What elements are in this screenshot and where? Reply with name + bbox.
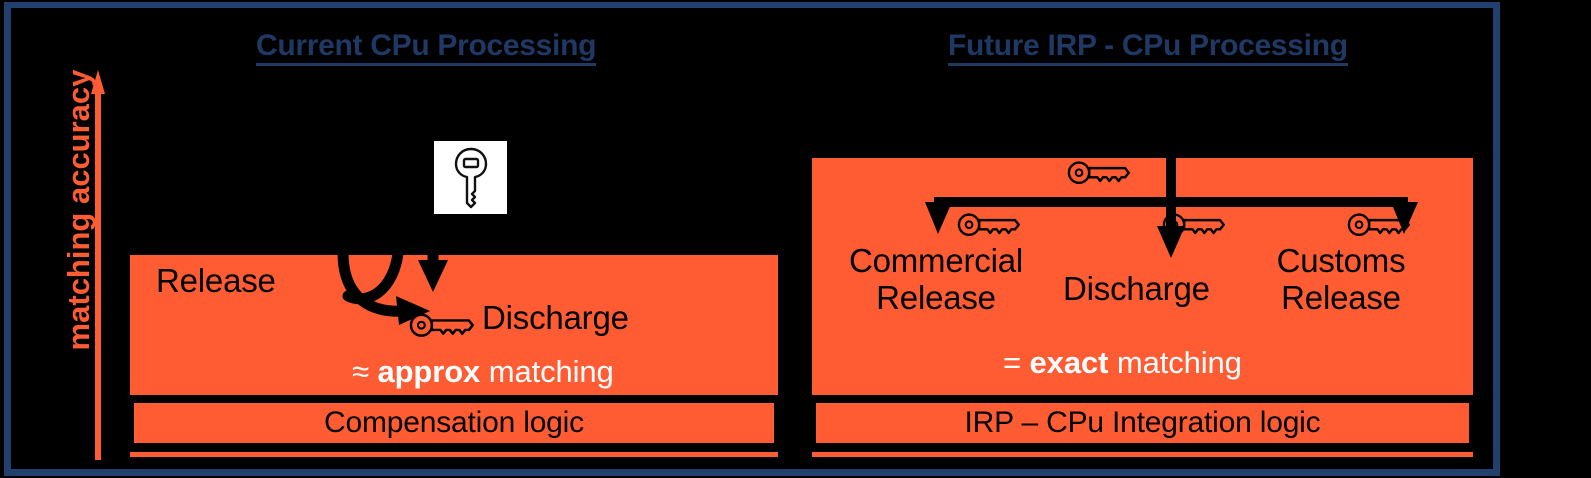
- left-footer-label: Compensation logic: [324, 406, 584, 439]
- right-footer-box: IRP – CPu Integration logic: [812, 399, 1473, 447]
- left-match-suffix: matching: [480, 354, 614, 389]
- left-match-prefix: ≈: [352, 354, 378, 389]
- panel-title-future: Future IRP - CPu Processing: [948, 30, 1348, 66]
- right-match-bold: exact: [1029, 345, 1109, 380]
- left-footer-box: Compensation logic: [130, 399, 778, 447]
- right-footer-label: IRP – CPu Integration logic: [964, 406, 1321, 439]
- node-discharge-left: Discharge: [482, 299, 629, 336]
- node-commercial-release: Commercial Release: [836, 242, 1036, 317]
- node-customs-release-line1: Customs: [1276, 242, 1406, 279]
- left-matching-note: ≈ approx matching: [352, 354, 614, 390]
- node-commercial-release-line2: Release: [876, 278, 996, 316]
- left-baseline-strip: [130, 452, 778, 457]
- right-matching-note: = exact matching: [1003, 345, 1242, 381]
- left-match-bold: approx: [377, 354, 481, 389]
- right-match-prefix: =: [1003, 345, 1030, 380]
- right-match-suffix: matching: [1108, 345, 1242, 380]
- node-release: Release: [156, 262, 276, 299]
- key-tile: [434, 141, 507, 214]
- panel-title-current: Current CPu Processing: [256, 30, 596, 66]
- node-discharge-right: Discharge: [1063, 270, 1210, 307]
- node-customs-release: Customs Release: [1246, 242, 1436, 317]
- right-baseline-strip: [812, 452, 1473, 457]
- node-customs-release-line2: Release: [1281, 278, 1401, 316]
- key-icon: [454, 147, 487, 208]
- y-axis-arrow-icon: [91, 70, 105, 460]
- node-commercial-release-line1: Commercial: [848, 242, 1024, 279]
